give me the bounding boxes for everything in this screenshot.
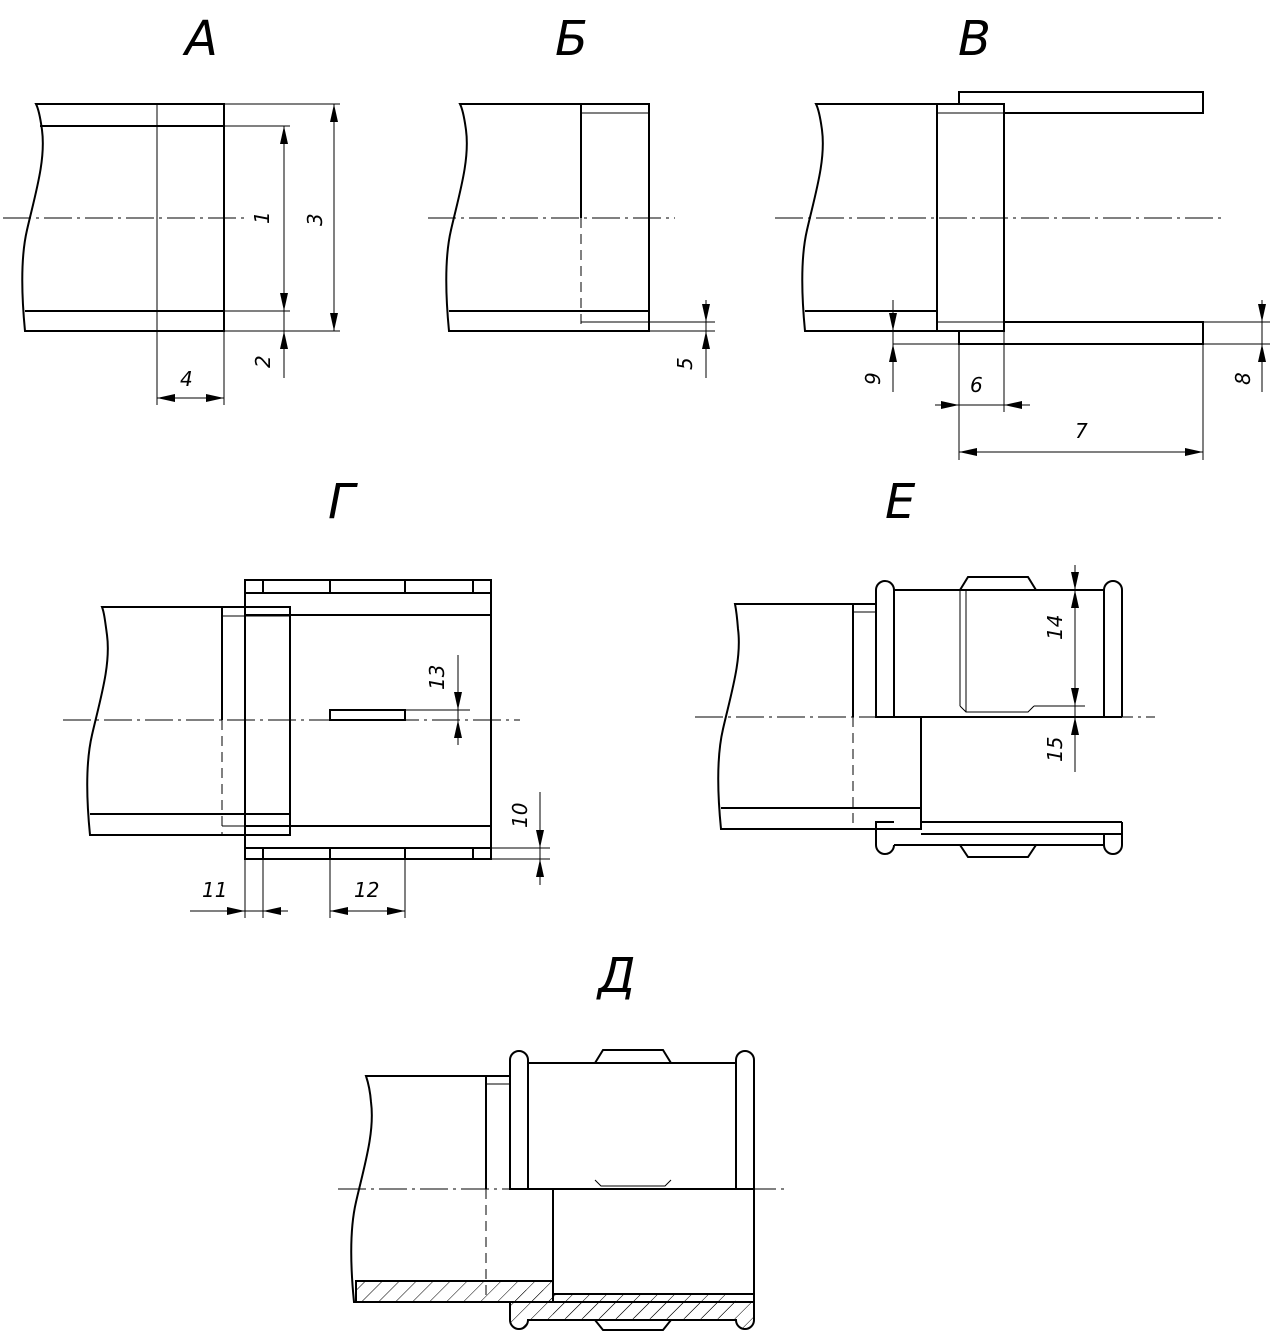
dim-6-label: 6 [970,373,983,397]
dim-11-label: 11 [202,878,227,902]
view-d: Д [338,948,785,1331]
view-e: Е 14 15 [695,474,1155,858]
dim-7-label: 7 [1075,419,1088,443]
dim-9-label: 9 [861,372,885,385]
view-a-title: А [182,11,218,67]
dim-14-label: 14 [1043,615,1067,640]
view-b: Б 5 [428,11,715,378]
view-g-title: Г [328,474,358,530]
view-v-title: В [958,11,991,67]
view-e-pipe [717,603,922,830]
dim-10-label: 10 [508,803,532,828]
dim-1-label: 1 [250,211,274,224]
view-d-title: Д [596,948,636,1004]
dim-4-label: 4 [180,367,193,391]
dim-13-label: 13 [425,665,449,690]
view-d-coupling-ring-right [735,1050,755,1189]
view-g: Г 13 10 [63,474,550,918]
view-v: В 9 6 7 8 [775,11,1270,460]
view-e-title: Е [885,474,916,530]
view-b-title: Б [555,11,588,67]
view-b-pipe [445,103,650,332]
view-a-pipe [21,103,225,332]
dim-3-label: 3 [303,213,327,226]
dim-2-label: 2 [251,355,275,368]
dim-12-label: 12 [354,878,379,902]
view-e-coupling-ring-left [875,580,895,717]
view-d-coupling-ring-left [509,1050,529,1189]
view-v-pipe [801,103,938,332]
view-a: А 1 3 2 4 [3,11,340,405]
dim-5-label: 5 [673,357,697,370]
view-d-pipe [350,1075,554,1303]
dim-15-label: 15 [1043,737,1067,762]
view-g-pipe [86,606,291,836]
dim-8-label: 8 [1231,372,1255,385]
view-e-coupling-ring-right [1103,580,1123,717]
